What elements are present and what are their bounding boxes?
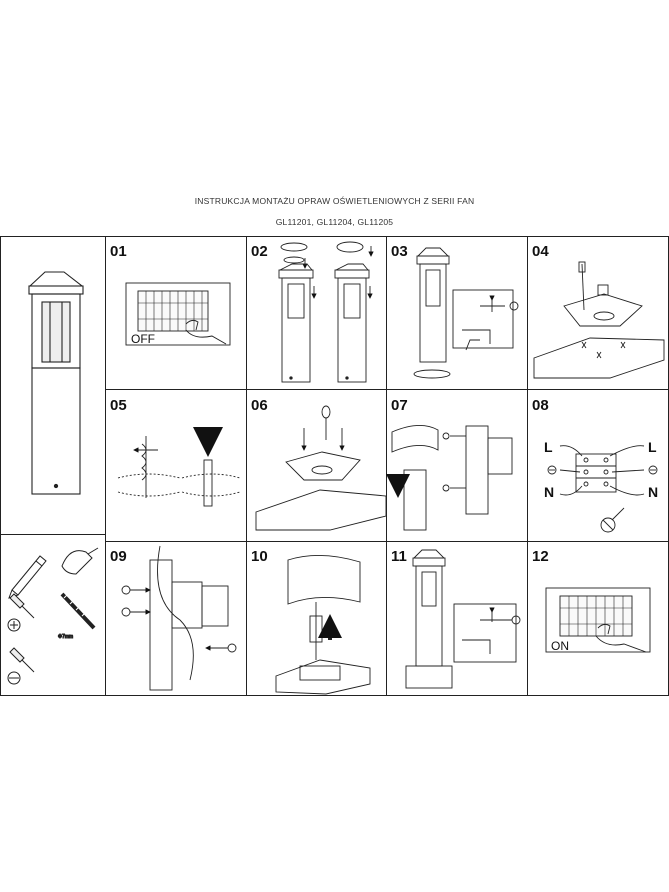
lamp-post-illustration xyxy=(28,271,84,495)
step-08-number: 08 xyxy=(532,397,549,414)
step-05-number: 05 xyxy=(110,397,127,414)
step-08-wiring-diagram xyxy=(547,445,658,533)
document-title: INSTRUKCJA MONTAŻU OPRAW OŚWIETLENIOWYCH… xyxy=(194,196,475,206)
step-02-illustration xyxy=(278,241,374,383)
step-11-illustration xyxy=(405,549,521,689)
step-12-number: 12 xyxy=(532,548,549,565)
step-02-number: 02 xyxy=(251,243,268,260)
flat-head-symbol-icon xyxy=(7,671,21,685)
wire-l-left: L xyxy=(544,439,553,455)
phillips-head-symbol-icon xyxy=(7,618,21,632)
step-01-breaker-panel xyxy=(125,282,231,346)
phillips-screwdriver-icon xyxy=(9,593,35,619)
pencil-icon xyxy=(8,555,47,599)
tools-panel: Φ7mm xyxy=(7,547,99,685)
step-12-on-label: ON xyxy=(551,639,569,653)
wire-n-right: N xyxy=(648,484,658,500)
step-03-illustration xyxy=(413,247,519,379)
step-11-number: 11 xyxy=(391,548,407,565)
step-12-breaker-panel xyxy=(545,587,651,653)
step-10-illustration xyxy=(275,555,371,695)
step-06-number: 06 xyxy=(251,397,268,414)
wire-l-right: L xyxy=(648,439,657,455)
wire-n-left: N xyxy=(544,484,554,500)
step-04-number: 04 xyxy=(532,243,549,260)
step-05-illustration xyxy=(117,427,241,507)
model-numbers: GL11201, GL11204, GL11205 xyxy=(275,217,394,227)
step-09-illustration xyxy=(121,545,237,691)
flat-screwdriver-icon xyxy=(9,647,35,673)
glue-tube-icon xyxy=(61,547,99,575)
step-10-number: 10 xyxy=(251,548,268,565)
step-01-off-label: OFF xyxy=(131,332,155,346)
step-01-number: 01 xyxy=(110,243,127,260)
step-07-illustration xyxy=(386,425,513,531)
step-06-illustration xyxy=(255,405,387,531)
drill-bit-size: Φ7mm xyxy=(58,634,73,640)
step-07-number: 07 xyxy=(391,397,408,414)
drill-bit-icon xyxy=(60,592,96,630)
step-04-illustration xyxy=(533,261,665,379)
step-09-number: 09 xyxy=(110,548,127,565)
step-03-number: 03 xyxy=(391,243,408,260)
